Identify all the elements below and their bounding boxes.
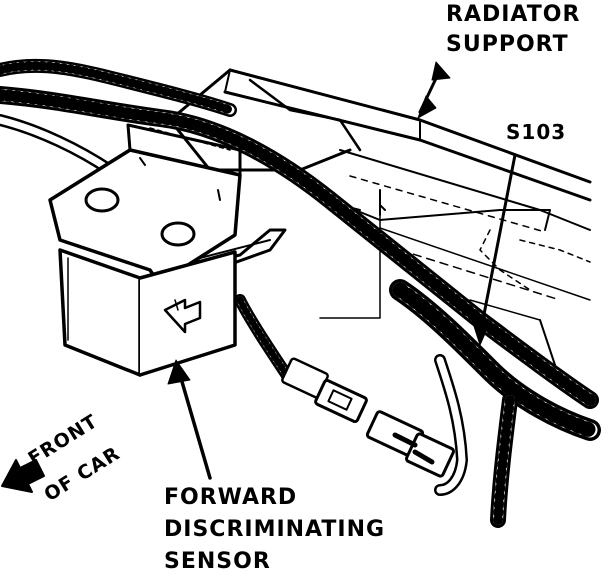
sensor-label-line3: SENSOR	[164, 549, 271, 574]
front-of-car-arrow	[1, 459, 45, 493]
branch-harness	[389, 279, 601, 528]
sensor-pigtail	[234, 189, 386, 386]
sensor-label-line1: FORWARD	[164, 485, 298, 510]
main-harness	[0, 58, 599, 409]
leader-arrows	[167, 61, 517, 480]
radiator-support-label-line1: RADIATOR	[446, 2, 581, 27]
sensor-body	[58, 248, 237, 377]
splice-label: S103	[506, 120, 567, 144]
radiator-support-label-line2: SUPPORT	[446, 32, 569, 57]
connector-b	[365, 410, 455, 478]
connector-a	[281, 357, 368, 424]
sensor-label-line2: DISCRIMINATING	[164, 517, 386, 542]
radiator-arrow-head	[417, 95, 437, 119]
